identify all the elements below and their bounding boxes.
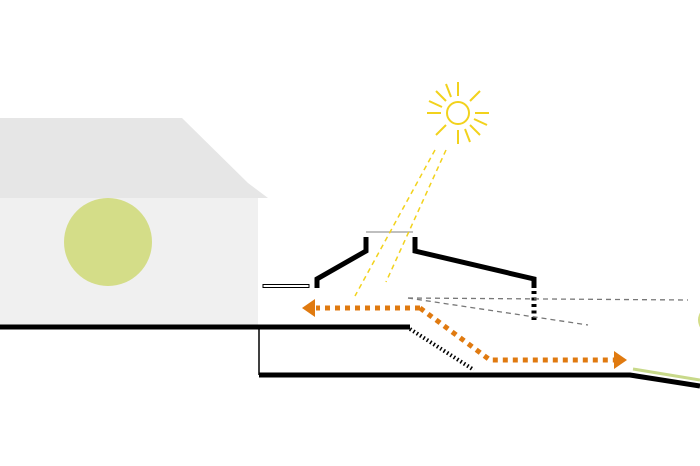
sunray-1 xyxy=(354,149,436,297)
airflow-arrows xyxy=(302,299,627,369)
sun-icon xyxy=(427,82,489,144)
sunray-2 xyxy=(385,149,447,283)
sightline-2 xyxy=(407,297,589,326)
arrowhead-left xyxy=(302,299,315,317)
grass-slope xyxy=(632,367,700,382)
house-roof xyxy=(0,118,268,198)
bench xyxy=(262,284,310,288)
lower-floor xyxy=(259,372,700,389)
sightline-1 xyxy=(407,297,689,301)
roof-right xyxy=(412,237,537,288)
roof-left xyxy=(314,237,369,288)
stair-hatch xyxy=(408,327,476,372)
tree-circle xyxy=(64,198,152,286)
arrowhead-right xyxy=(614,351,627,369)
